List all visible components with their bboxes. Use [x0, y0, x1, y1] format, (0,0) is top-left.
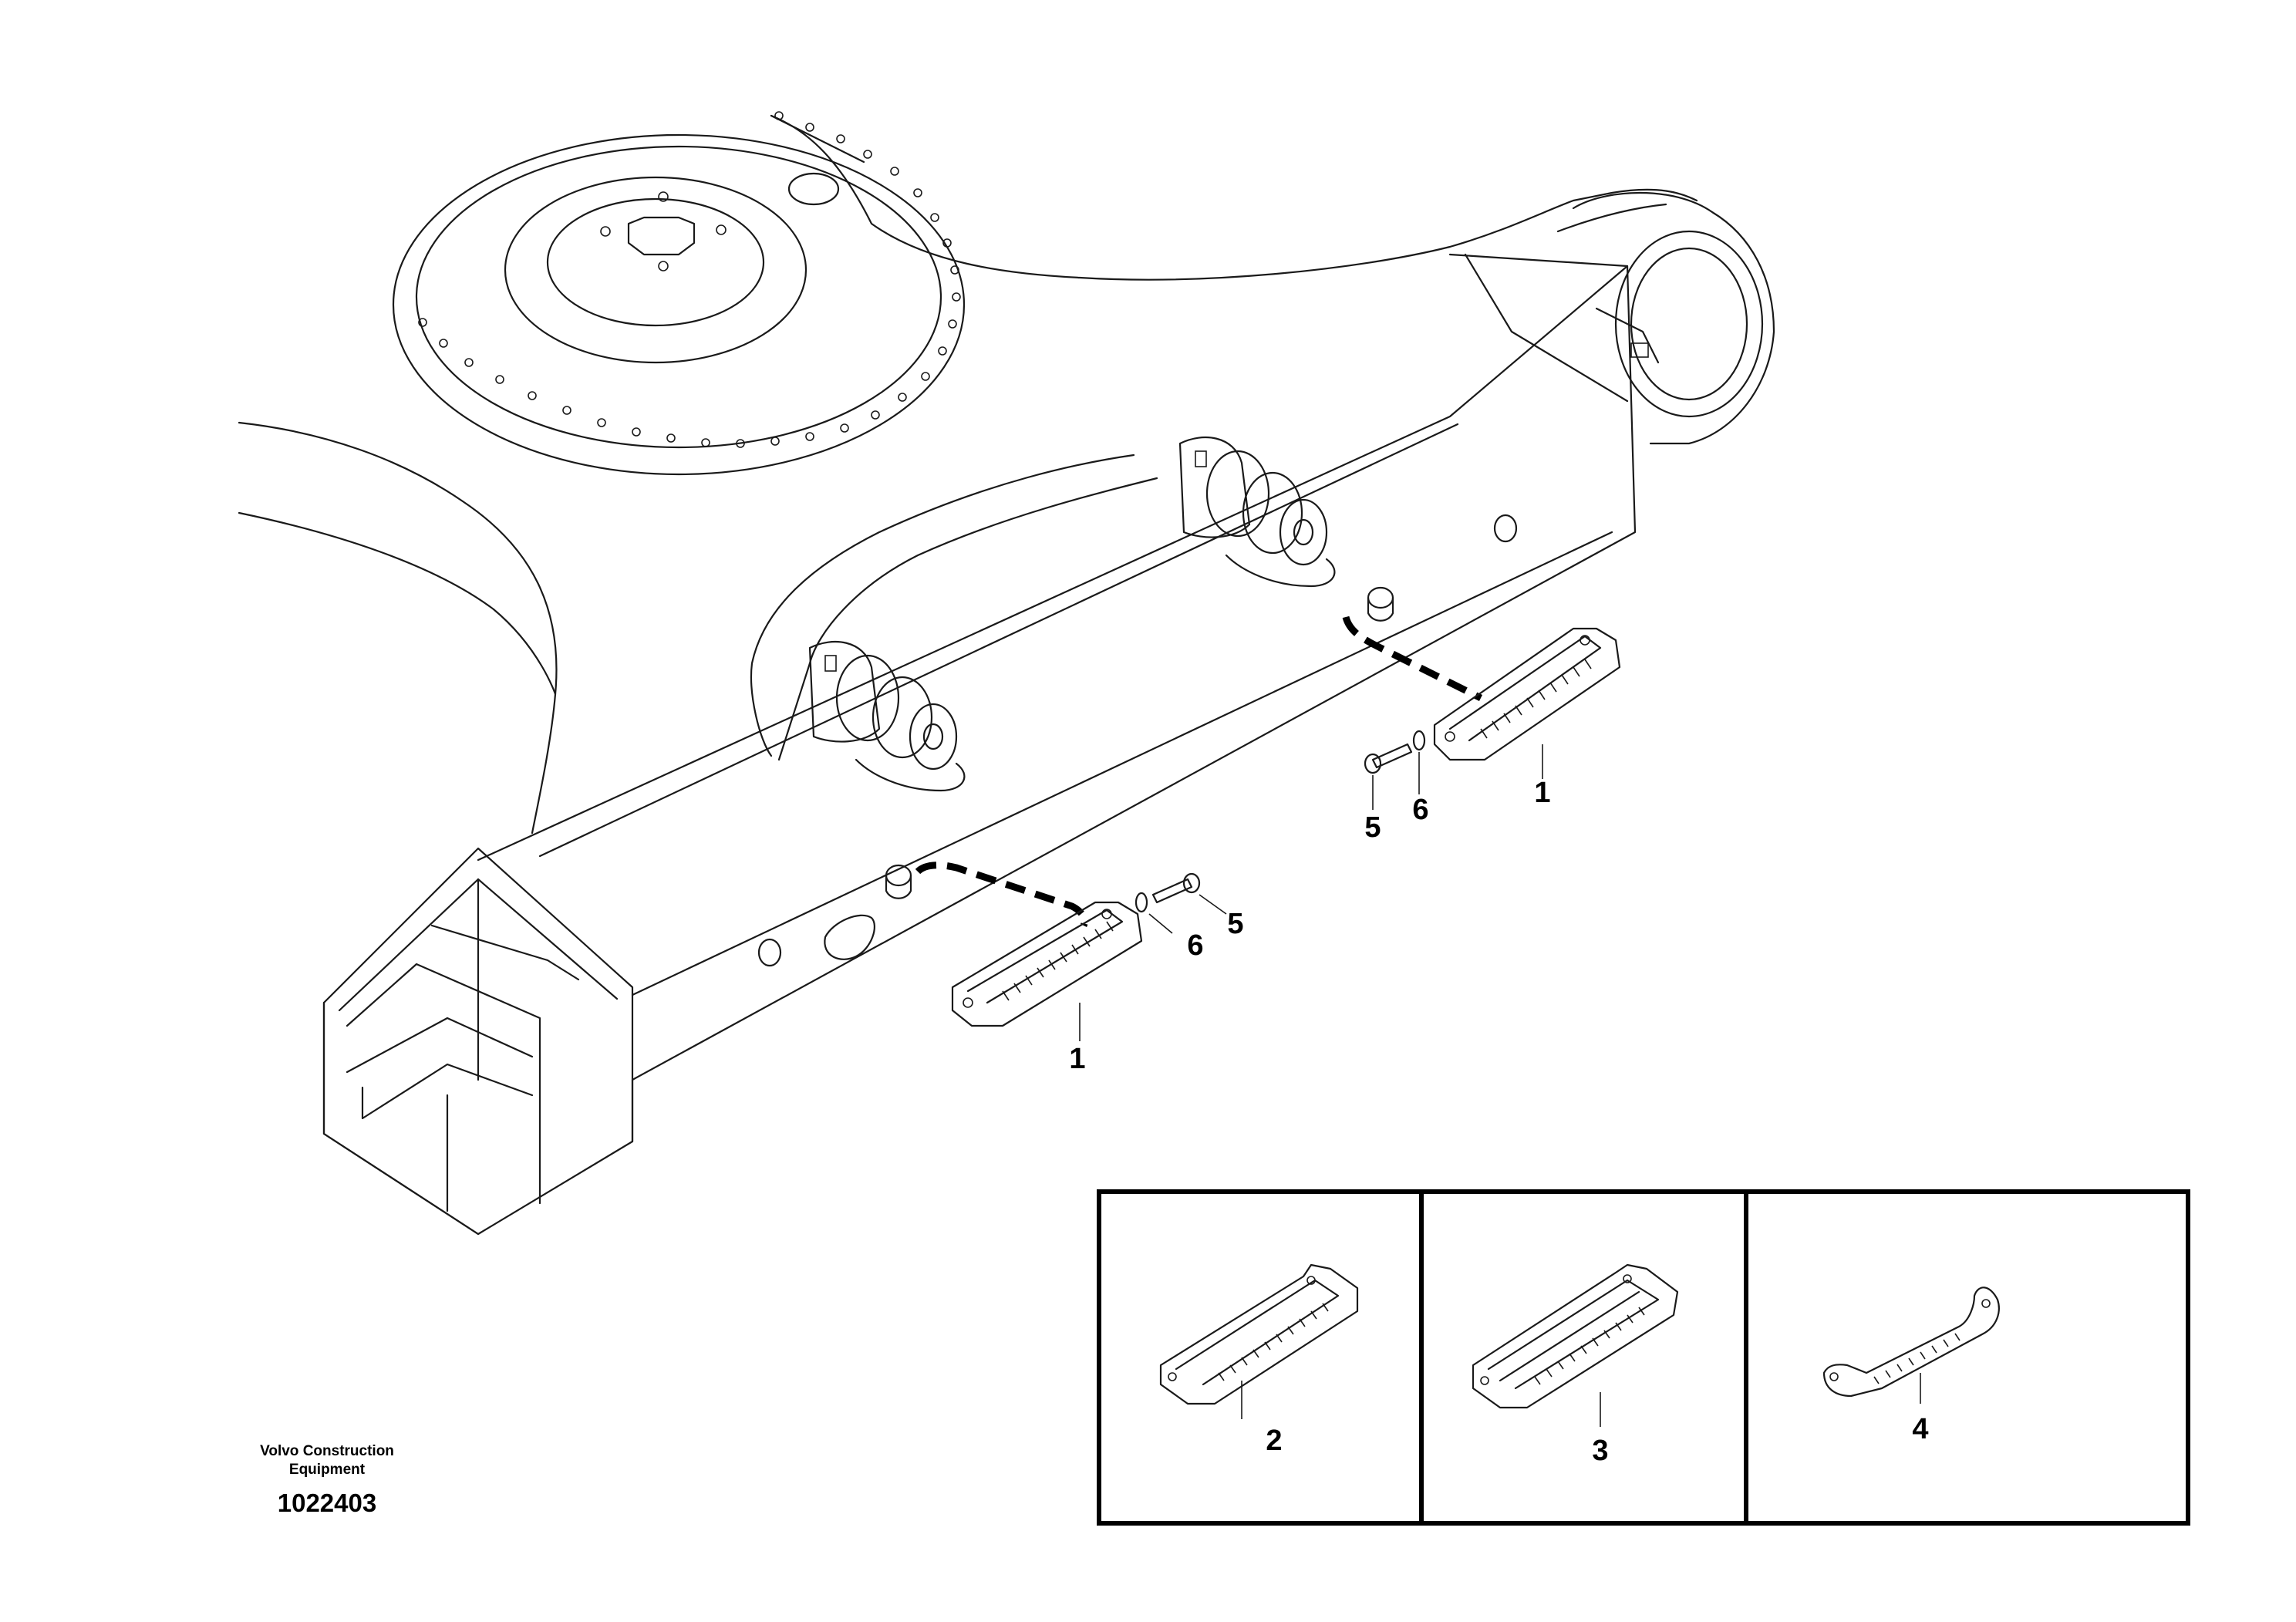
callout-step-rear: 1 — [1534, 777, 1550, 809]
callout-washer-rear: 6 — [1412, 794, 1428, 826]
step-rear-assembly — [1342, 586, 1621, 810]
step-rear-teeth — [1480, 659, 1592, 739]
variant-step-4: 4 — [1822, 1286, 2000, 1445]
step-front-assembly — [885, 862, 1227, 1041]
carrier-roller-front — [808, 640, 966, 792]
illustration-number: 1022403 — [278, 1489, 376, 1517]
variant-table: 2 3 4 — [1097, 1189, 2190, 1526]
variant-label-4: 4 — [1912, 1413, 1928, 1445]
variant-step-3: 3 — [1472, 1263, 1679, 1467]
leader-front — [915, 862, 1088, 928]
variant-label-2: 2 — [1266, 1425, 1282, 1457]
callout-bolt-front: 5 — [1227, 908, 1243, 940]
turntable-bolt-holes — [418, 111, 961, 448]
publisher-line-2: Equipment — [289, 1462, 366, 1478]
leader-rear — [1342, 615, 1483, 702]
callout-washer-front: 6 — [1187, 929, 1203, 962]
undercarriage-frame — [238, 111, 1775, 1236]
carrier-roller-rear — [1178, 436, 1336, 588]
callout-bolt-rear: 5 — [1364, 811, 1381, 844]
publisher-line-1: Volvo Construction — [260, 1443, 394, 1459]
step-front-teeth — [1002, 921, 1114, 1001]
variant-step-2: 2 — [1159, 1263, 1359, 1457]
variant-label-3: 3 — [1592, 1435, 1608, 1467]
callout-step-front: 1 — [1069, 1043, 1085, 1075]
